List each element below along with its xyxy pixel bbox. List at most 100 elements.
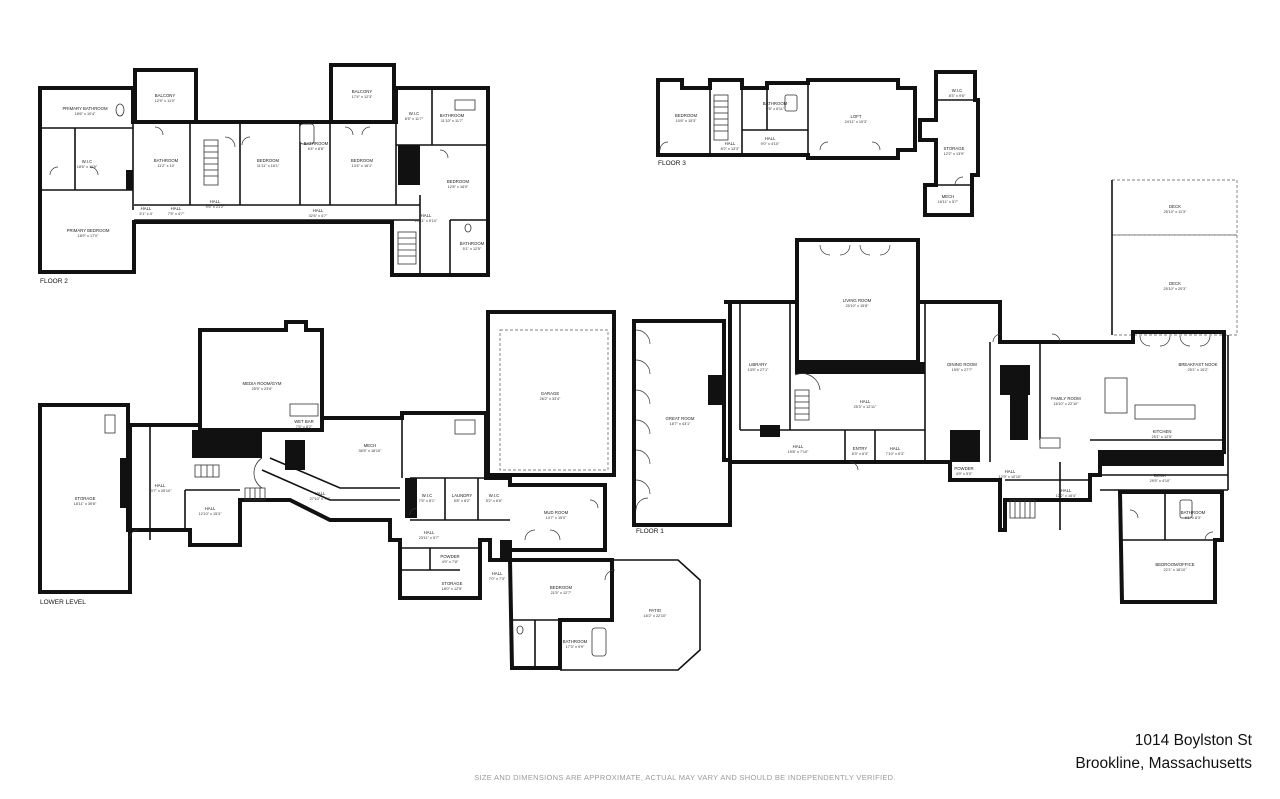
- room-dimensions: 25'1" x 15'2": [1188, 368, 1209, 372]
- room-name: BALCONY: [155, 93, 176, 98]
- room-name: DECK: [1169, 281, 1181, 286]
- room-dimensions: 25'10" x 20'3": [1164, 287, 1188, 291]
- room-dimensions: 11'11" x 16'1": [257, 164, 280, 168]
- room-name: HALL: [725, 141, 736, 146]
- room-name: MECH: [364, 443, 377, 448]
- room-name: BREAKFAST NOOK: [1178, 362, 1217, 367]
- room-dimensions: 16'11" x 5'7": [938, 200, 959, 204]
- room-name: STORAGE: [442, 581, 463, 586]
- room-name: MECH: [942, 194, 955, 199]
- room-dimensions: 16'10" x 22'10": [1053, 402, 1079, 406]
- room-name: HALL: [421, 213, 432, 218]
- room-dimensions: 18'11" x 39'8": [74, 502, 97, 506]
- room-dimensions: 19'8" x 7'10": [788, 450, 809, 454]
- room-label-ll-wic-b: W.I.C5'2" x 6'6": [486, 493, 503, 503]
- room-name: LOFT: [851, 114, 862, 119]
- room-dimensions: 17'3" x 9'9": [566, 645, 585, 649]
- room-name: STORAGE: [944, 146, 965, 151]
- room-name: GREAT ROOM: [666, 416, 695, 421]
- room-dimensions: 9'6" x 21'2": [206, 205, 225, 209]
- room-name: HALL: [1061, 488, 1072, 493]
- room-name: ENTRY: [853, 446, 868, 451]
- room-dimensions: 6'1" x 8'3": [1185, 516, 1202, 520]
- floor-1-label: FLOOR 1: [636, 528, 664, 535]
- address-city: Brookline, Massachusetts: [1075, 755, 1252, 772]
- room-name: HALL: [210, 199, 221, 204]
- room-name: BATHROOM: [460, 241, 485, 246]
- room-dimensions: 18'7" x 43'1": [670, 422, 691, 426]
- floor-3-label: FLOOR 3: [658, 160, 686, 167]
- room-dimensions: 5'1" x 4': [139, 212, 152, 216]
- room-dimensions: 13'5" x 27'1": [748, 368, 769, 372]
- room-dimensions: 8'5" x 11'7": [405, 117, 424, 121]
- room-name: BEDROOM: [550, 585, 573, 590]
- lower-level-label: LOWER LEVEL: [40, 599, 86, 606]
- room-dimensions: 5'1" x 12'5": [463, 247, 482, 251]
- room-name: PRIMARY BEDROOM: [67, 228, 110, 233]
- room-label-ll-wic-a: W.I.C7'5" x 8'1": [419, 493, 436, 503]
- room-label-f2-wic-a: W.I.C18'6" x 11'9": [77, 159, 98, 169]
- room-dimensions: 9'0" x 4'10": [761, 142, 780, 146]
- room-name: PATIO: [649, 608, 662, 613]
- room-dimensions: 11'2" x 10': [157, 164, 174, 168]
- room-name: HALL: [205, 506, 216, 511]
- room-name: BEDROOM: [447, 179, 470, 184]
- room-name: PRIMARY BATHROOM: [62, 106, 108, 111]
- room-dimensions: 12'9" x 10'10": [999, 475, 1023, 479]
- room-name: HALL: [424, 530, 435, 535]
- room-dimensions: 13'7" x 25'10": [149, 489, 173, 493]
- room-dimensions: 12'8" x 16'0": [448, 185, 469, 189]
- room-name: BEDROOM: [675, 113, 698, 118]
- room-dimensions: 12'2" x 13'9": [944, 152, 965, 156]
- room-name: MUD ROOM: [544, 510, 569, 515]
- room-dimensions: 25'10" x 15'8": [846, 304, 870, 308]
- room-label-f2-wic-b: W.I.C8'5" x 11'7": [405, 111, 424, 121]
- room-name: W.I.C: [409, 111, 420, 116]
- room-dimensions: 18'6" x 10'4": [75, 112, 96, 116]
- room-dimensions: 7'5" x 4'7": [168, 212, 185, 216]
- room-dimensions: 23'11" x 5'7": [419, 536, 440, 540]
- room-name: STORAGE: [75, 496, 96, 501]
- room-dimensions: 8'3" x 9'6": [949, 94, 966, 98]
- room-dimensions: 6'4" x 8'8": [308, 147, 325, 151]
- room-dimensions: 26'2" x 33'4": [540, 397, 561, 401]
- room-dimensions: 27'10" x 7'6": [310, 497, 331, 501]
- room-dimensions: 12'9" x 11'0": [155, 99, 176, 103]
- room-name: BATHROOM: [154, 158, 179, 163]
- room-name: W.I.C: [489, 493, 500, 498]
- room-dimensions: 7'5" x 8'2": [296, 425, 313, 429]
- room-name: BATHROOM: [1181, 510, 1206, 515]
- room-label-f3-wic: W.I.C8'3" x 9'6": [949, 88, 966, 98]
- room-name: POWDER: [440, 554, 459, 559]
- room-name: BEDROOM/OFFICE: [1155, 562, 1194, 567]
